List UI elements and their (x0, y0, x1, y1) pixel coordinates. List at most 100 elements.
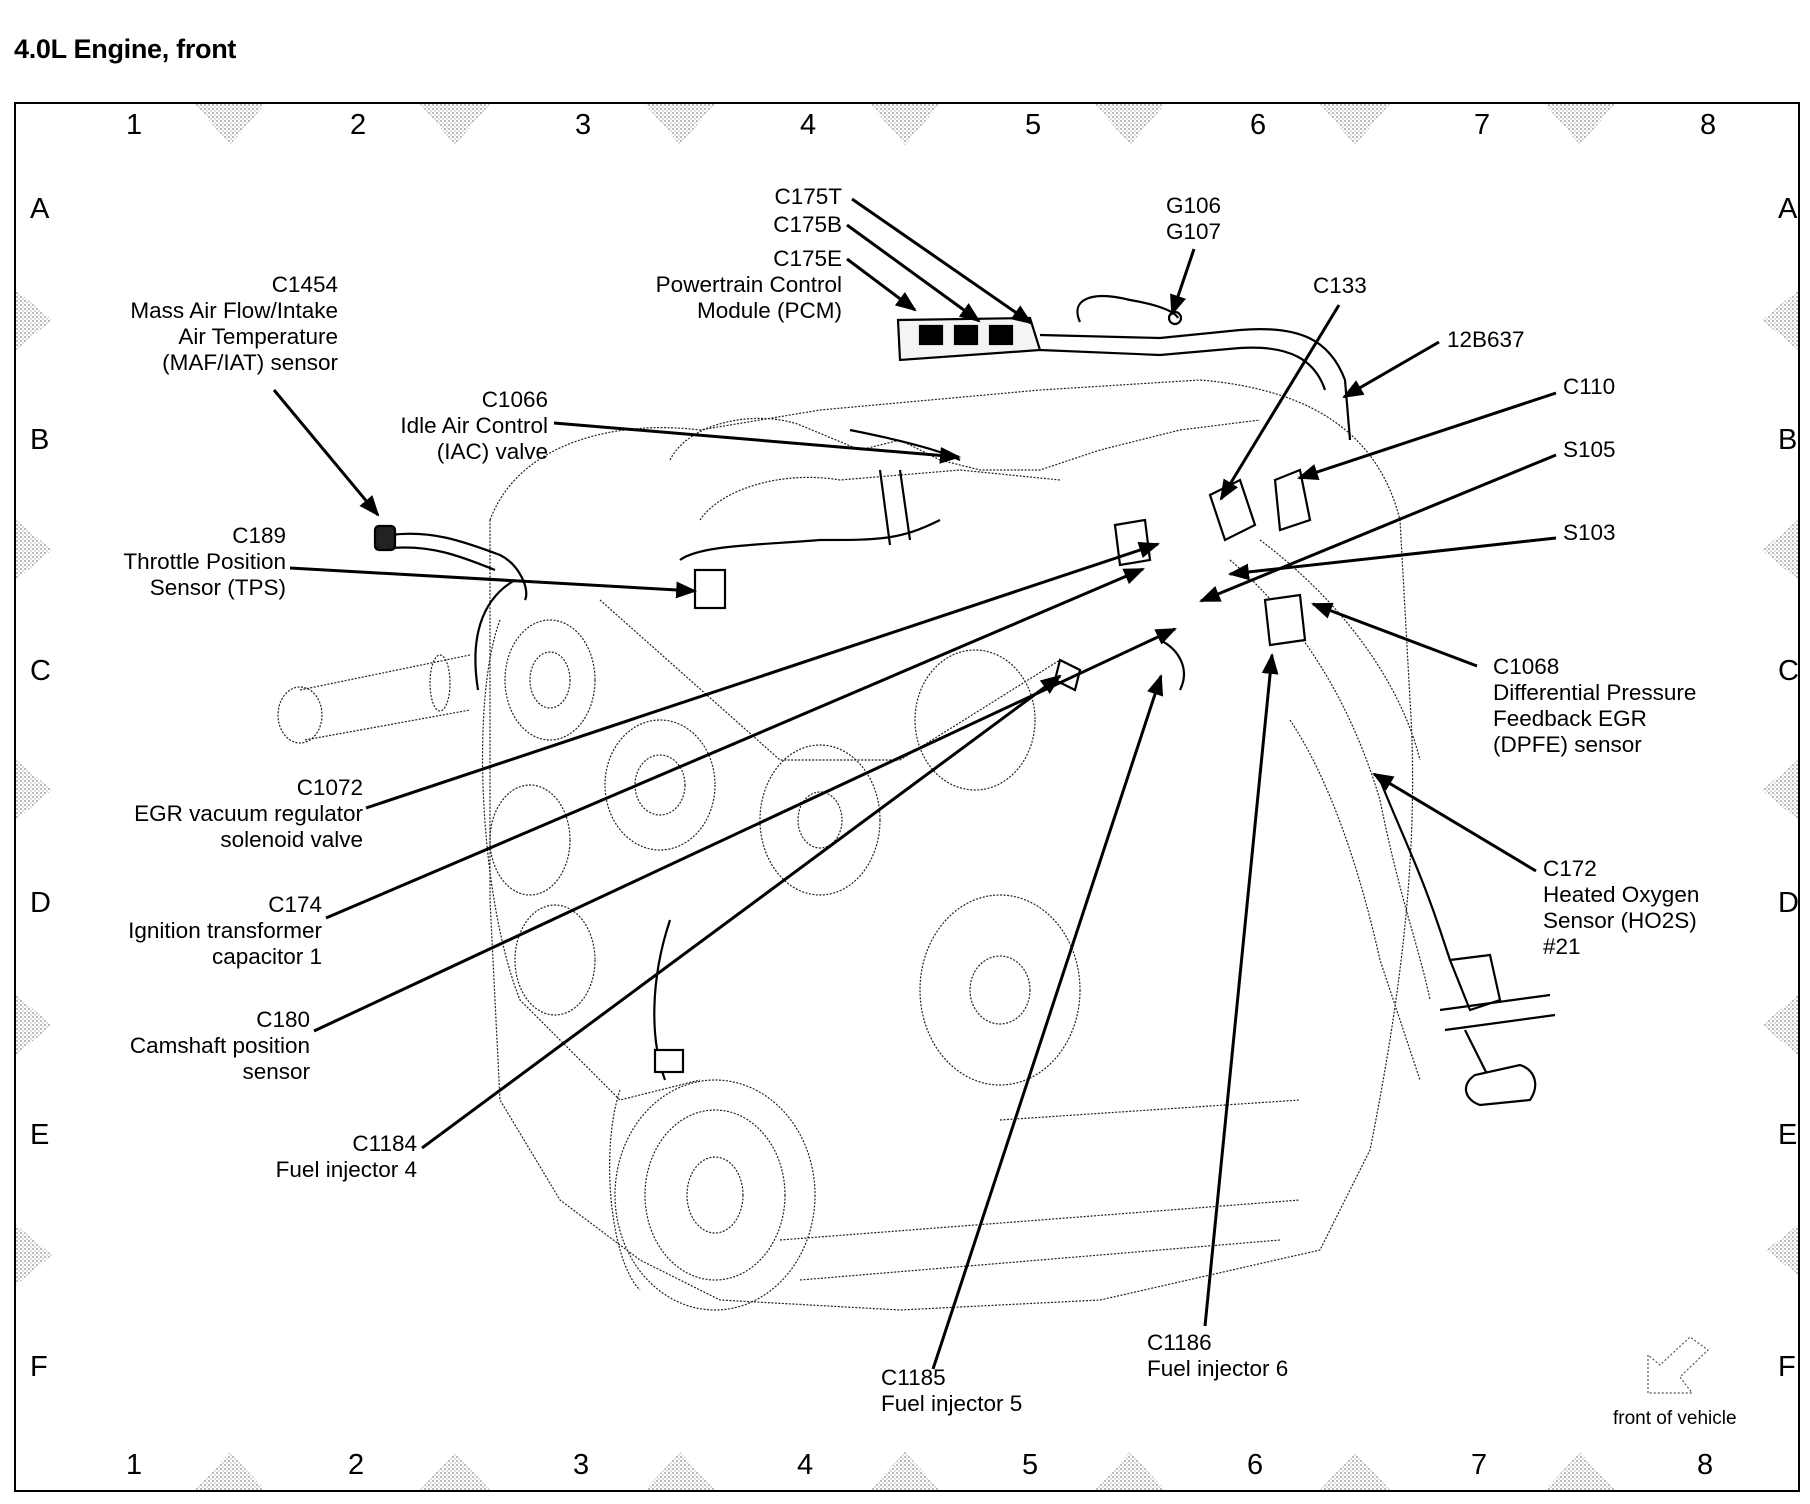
callout-c1072-egr: C1072 EGR vacuum regulator solenoid valv… (134, 775, 363, 853)
grid-col-2: 2 (350, 109, 367, 141)
callout-c175e-pcm: C175E Powertrain Control Module (PCM) (656, 246, 842, 324)
grid-row-b: B (30, 424, 50, 456)
component-name: EGR vacuum regulator (134, 801, 363, 826)
connector-id: C1185 (881, 1365, 946, 1390)
callout-g106-g107: G106 G107 (1166, 193, 1221, 245)
component-name: Ignition transformer (128, 918, 322, 943)
callout-12b637: 12B637 (1447, 327, 1525, 353)
ground-id: G106 (1166, 193, 1222, 218)
component-name: Heated Oxygen (1543, 882, 1700, 907)
component-name-cont: (IAC) valve (436, 439, 548, 464)
leader-c1072 (365, 542, 1160, 810)
grid-row-c-right: C (1778, 655, 1799, 687)
grid-row-d: D (30, 887, 51, 919)
connector-id: C175B (773, 212, 842, 237)
diagram-frame (14, 102, 1800, 1492)
leader-s105 (1199, 453, 1557, 603)
leader-c175t (851, 197, 1033, 325)
grid-col-5: 5 (1025, 109, 1042, 141)
component-name: Fuel injector 4 (275, 1157, 417, 1182)
grid-col-1: 1 (126, 109, 143, 141)
connector-id: C172 (1543, 856, 1597, 881)
component-name: Powertrain Control (655, 272, 842, 297)
connector-id: C189 (232, 523, 286, 548)
callout-c110: C110 (1563, 374, 1615, 400)
callout-s103: S103 (1563, 520, 1616, 546)
callout-c189-tps: C189 Throttle Position Sensor (TPS) (123, 523, 286, 601)
leader-c174 (325, 567, 1145, 920)
grid-row-b-right: B (1778, 424, 1798, 456)
callout-s105: S105 (1563, 437, 1616, 463)
grid-col-7: 7 (1474, 109, 1491, 141)
grid-col-8: 8 (1700, 109, 1717, 141)
grid-col-4-bottom: 4 (797, 1449, 814, 1481)
connector-id: C1454 (271, 272, 338, 297)
grid-row-f-right: F (1778, 1351, 1796, 1383)
leader-c110 (1297, 391, 1557, 481)
grid-row-a-right: A (1778, 193, 1798, 225)
grid-col-2-bottom: 2 (348, 1449, 365, 1481)
callout-c1454-maf: C1454 Mass Air Flow/Intake Air Temperatu… (130, 272, 338, 376)
leader-c1184 (421, 674, 1062, 1150)
component-name-cont: (DPFE) sensor (1493, 732, 1642, 757)
leader-c172 (1372, 772, 1537, 873)
grid-col-8-bottom: 8 (1697, 1449, 1714, 1481)
connector-id: C1186 (1147, 1330, 1212, 1355)
callout-c172-ho2s: C172 Heated Oxygen Sensor (HO2S) #21 (1543, 856, 1699, 960)
callout-c180-cmp: C180 Camshaft position sensor (130, 1007, 310, 1085)
callout-c1068-dpfe: C1068 Differential Pressure Feedback EGR… (1493, 654, 1696, 758)
callout-c133: C133 (1313, 273, 1367, 299)
callout-c1186-injector6: C1186 Fuel injector 6 (1147, 1330, 1288, 1382)
leader-c1185 (931, 674, 1164, 1370)
component-name-cont: Feedback EGR (1493, 706, 1647, 731)
leader-c1454 (272, 389, 380, 517)
connector-id: C133 (1313, 273, 1367, 298)
component-name: Camshaft position (129, 1033, 310, 1058)
splice-id: S105 (1563, 437, 1616, 462)
component-name-cont: Sensor (TPS) (149, 575, 286, 600)
leader-c175e (846, 257, 917, 312)
ground-id-2: G107 (1166, 219, 1222, 244)
component-name: Idle Air Control (400, 413, 548, 438)
grid-row-e-right: E (1778, 1119, 1798, 1151)
leader-c189 (289, 566, 698, 599)
leader-12b637 (1342, 340, 1440, 399)
callout-c1066-iac: C1066 Idle Air Control (IAC) valve (400, 387, 548, 465)
harness-id: 12B637 (1447, 327, 1525, 352)
leader-c1066 (553, 421, 962, 464)
component-name-cont: Air Temperature (178, 324, 338, 349)
callout-c1185-injector5: C1185 Fuel injector 5 (881, 1365, 1022, 1417)
connector-id: C110 (1563, 374, 1616, 399)
component-name-cont: sensor (242, 1059, 310, 1084)
connector-id: C1066 (481, 387, 548, 412)
component-name-cont: #21 (1543, 934, 1581, 959)
grid-row-c: C (30, 655, 51, 687)
leader-c1186 (1203, 652, 1279, 1327)
callout-c175t: C175T (774, 184, 842, 210)
grid-col-3: 3 (575, 109, 592, 141)
connector-id: C175T (774, 184, 842, 209)
leader-lines (272, 197, 1557, 1370)
leader-s103 (1227, 536, 1557, 581)
leader-c175b (846, 223, 981, 323)
wire-harnesses (373, 295, 1556, 1107)
leader-c133 (1219, 304, 1341, 501)
grid-col-4: 4 (800, 109, 817, 141)
leader-c180 (313, 627, 1177, 1033)
component-name-cont: Module (PCM) (696, 298, 842, 323)
component-name: Fuel injector 6 (1147, 1356, 1289, 1381)
grid-row-e: E (30, 1119, 50, 1151)
component-name: Fuel injector 5 (881, 1391, 1023, 1416)
component-name: Differential Pressure (1493, 680, 1697, 705)
component-name-cont: solenoid valve (220, 827, 363, 852)
grid-row-a: A (30, 193, 50, 225)
grid-row-d-right: D (1778, 887, 1799, 919)
callout-c1184-injector4: C1184 Fuel injector 4 (276, 1131, 417, 1183)
grid-col-1-bottom: 1 (126, 1449, 143, 1481)
engine-illustration (277, 379, 1431, 1311)
callout-c174-ignition: C174 Ignition transformer capacitor 1 (128, 892, 322, 970)
component-name-cont: (MAF/IAT) sensor (162, 350, 338, 375)
component-name-cont: capacitor 1 (211, 944, 322, 969)
connector-id: C174 (268, 892, 322, 917)
grid-markers (16, 104, 1798, 1490)
